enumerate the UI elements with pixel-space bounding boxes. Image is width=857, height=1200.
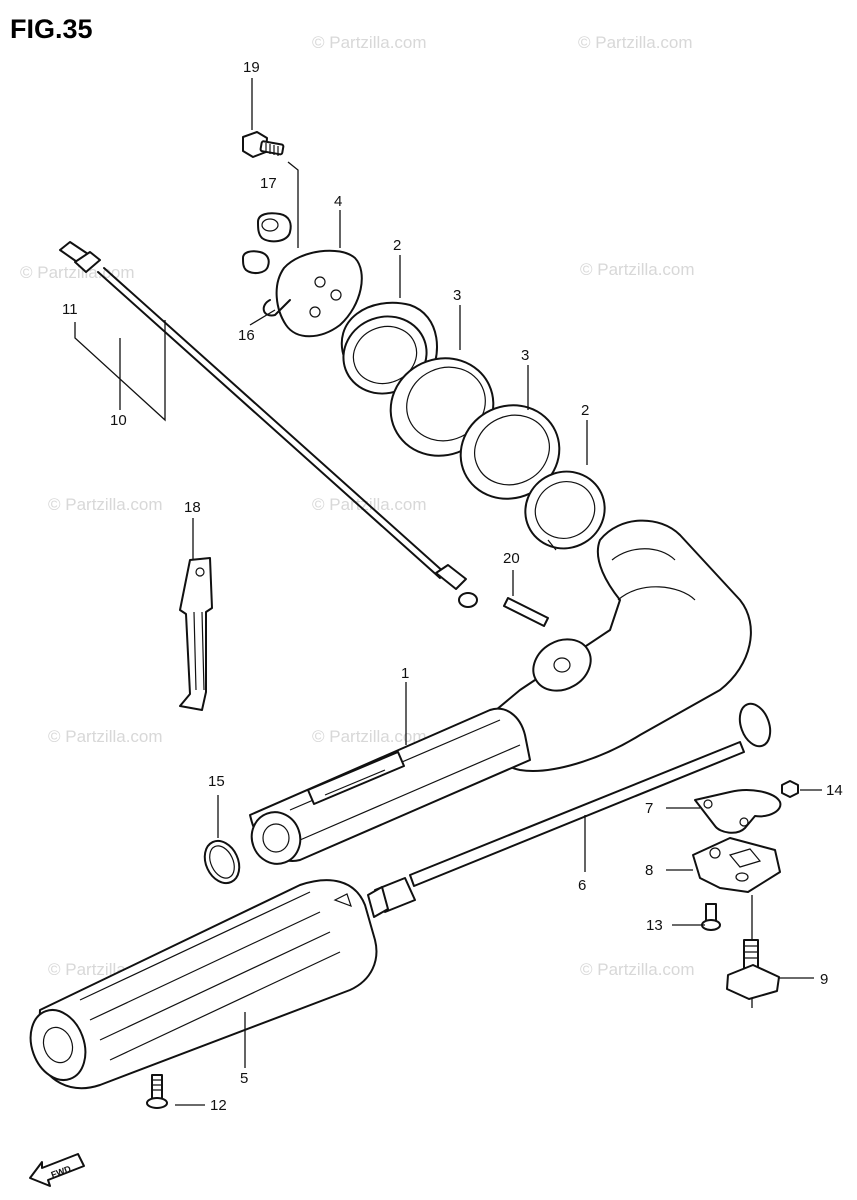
- part-7-plate: [694, 789, 782, 834]
- part-14-nut: [781, 780, 799, 798]
- part-bushings: [242, 212, 292, 275]
- fwd-indicator: FWD: [29, 1153, 85, 1187]
- watermark: © Partzilla.com: [580, 260, 695, 279]
- callout-1: 1: [401, 665, 409, 682]
- watermark: © Partzilla.com: [578, 33, 693, 52]
- part-18-bracket: [179, 557, 213, 711]
- part-20-key: [503, 597, 549, 627]
- part-8-bracket: [692, 837, 781, 893]
- callout-12: 12: [210, 1097, 227, 1114]
- callout-4: 4: [334, 193, 342, 210]
- callout-8: 8: [645, 862, 653, 879]
- callout-2: 2: [581, 402, 589, 419]
- part-9-bolt: [726, 939, 780, 1000]
- callout-2: 2: [393, 237, 401, 254]
- figure-title: FIG.35: [10, 14, 93, 44]
- callout-20: 20: [503, 550, 520, 567]
- callout-5: 5: [240, 1070, 248, 1087]
- callout-3: 3: [453, 287, 461, 304]
- callout-10: 10: [110, 412, 127, 429]
- callout-18: 18: [184, 499, 201, 516]
- part-2-ring-bottom: [524, 470, 606, 551]
- watermark: © Partzilla.com: [48, 495, 163, 514]
- watermark: © Partzilla.com: [312, 33, 427, 52]
- part-1-tiller-arm: [249, 519, 752, 865]
- part-6-rod: [367, 702, 772, 918]
- fwd-arrow-icon: [29, 1153, 85, 1187]
- callout-14: 14: [826, 782, 843, 799]
- part-10-cable: [59, 241, 478, 608]
- watermark: © Partzilla.com: [580, 960, 695, 979]
- part-3-ring-b: [459, 404, 561, 500]
- part-4-plate: [262, 249, 363, 338]
- watermark-layer: © Partzilla.com © Partzilla.com © Partzi…: [20, 33, 695, 979]
- part-5-grip: [29, 879, 378, 1090]
- part-12-screw: [146, 1074, 168, 1109]
- callout-17: 17: [260, 175, 277, 192]
- watermark: © Partzilla.com: [20, 263, 135, 282]
- callout-13: 13: [646, 917, 663, 934]
- part-19-bolt: [242, 131, 285, 158]
- callout-16: 16: [238, 327, 255, 344]
- part-13-screw: [701, 903, 721, 931]
- callout-7: 7: [645, 800, 653, 817]
- callout-labels: 19 17 4 2 3 3 2 16 11 10 18 20 1 15 6 7 …: [62, 59, 843, 1114]
- callout-6: 6: [578, 877, 586, 894]
- part-15-o-ring: [203, 839, 241, 885]
- callout-9: 9: [820, 971, 828, 988]
- callout-15: 15: [208, 773, 225, 790]
- leader-lines: [74, 78, 822, 1106]
- callout-3: 3: [521, 347, 529, 364]
- callout-19: 19: [243, 59, 260, 76]
- watermark: © Partzilla.com: [312, 727, 427, 746]
- callout-11: 11: [62, 301, 78, 318]
- watermark: © Partzilla.com: [48, 727, 163, 746]
